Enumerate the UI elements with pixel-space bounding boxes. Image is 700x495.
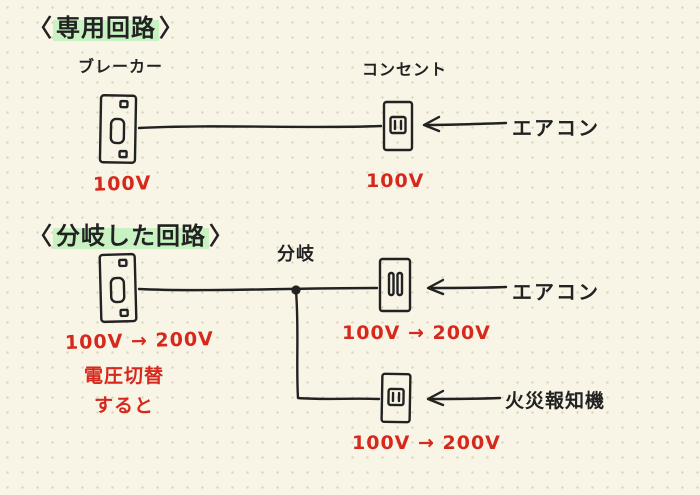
title-bracket-close: 〉 [209,222,234,250]
section-dedicated-title-text: 専用回路 [53,14,159,42]
arrow-firealarm [427,396,502,401]
breaker-voltage-dedicated: 100V [92,172,152,196]
outlet-icon-branched-1 [378,257,412,313]
breaker-icon-branched [97,251,139,324]
arrow-firealarm-head [426,389,445,407]
branch-label: 分岐 [277,244,315,265]
section-branched-title-text: 分岐した回路 [53,222,209,250]
voltage-note-line2: すると [93,394,155,418]
arrow-aircon-dedicated-head [422,115,441,133]
outlet-label: コンセント [362,60,448,79]
outlet-icon-branched-2 [380,372,413,425]
wire-dedicated [137,124,383,130]
breaker-icon-dedicated [97,93,138,166]
title-bracket-open: 〈 [28,14,53,42]
section-dedicated-title: 〈専用回路〉 [28,8,184,43]
aircon-label-branched: エアコン [512,280,600,304]
title-bracket-open: 〈 [28,222,53,250]
wire-branched-drop [294,289,381,401]
firealarm-label: 火災報知機 [505,390,606,412]
breaker-label: ブレーカー [78,57,164,76]
arrow-aircon-branched-head [426,278,445,296]
breaker-voltage-branched: 100V → 200V [64,328,215,354]
outlet-voltage-dedicated: 100V [366,170,425,192]
outlet1-voltage-branched: 100V → 200V [342,322,491,344]
voltage-note-line1: 電圧切替 [84,365,165,387]
wire-branched-main [137,286,379,292]
title-bracket-close: 〉 [159,14,184,42]
outlet2-voltage-branched: 100V → 200V [352,432,501,454]
arrow-aircon-branched [427,285,508,290]
section-branched-title: 〈分岐した回路〉 [28,216,234,251]
aircon-label-dedicated: エアコン [512,116,600,140]
arrow-aircon-dedicated [423,121,508,127]
outlet-icon-dedicated [382,100,414,152]
